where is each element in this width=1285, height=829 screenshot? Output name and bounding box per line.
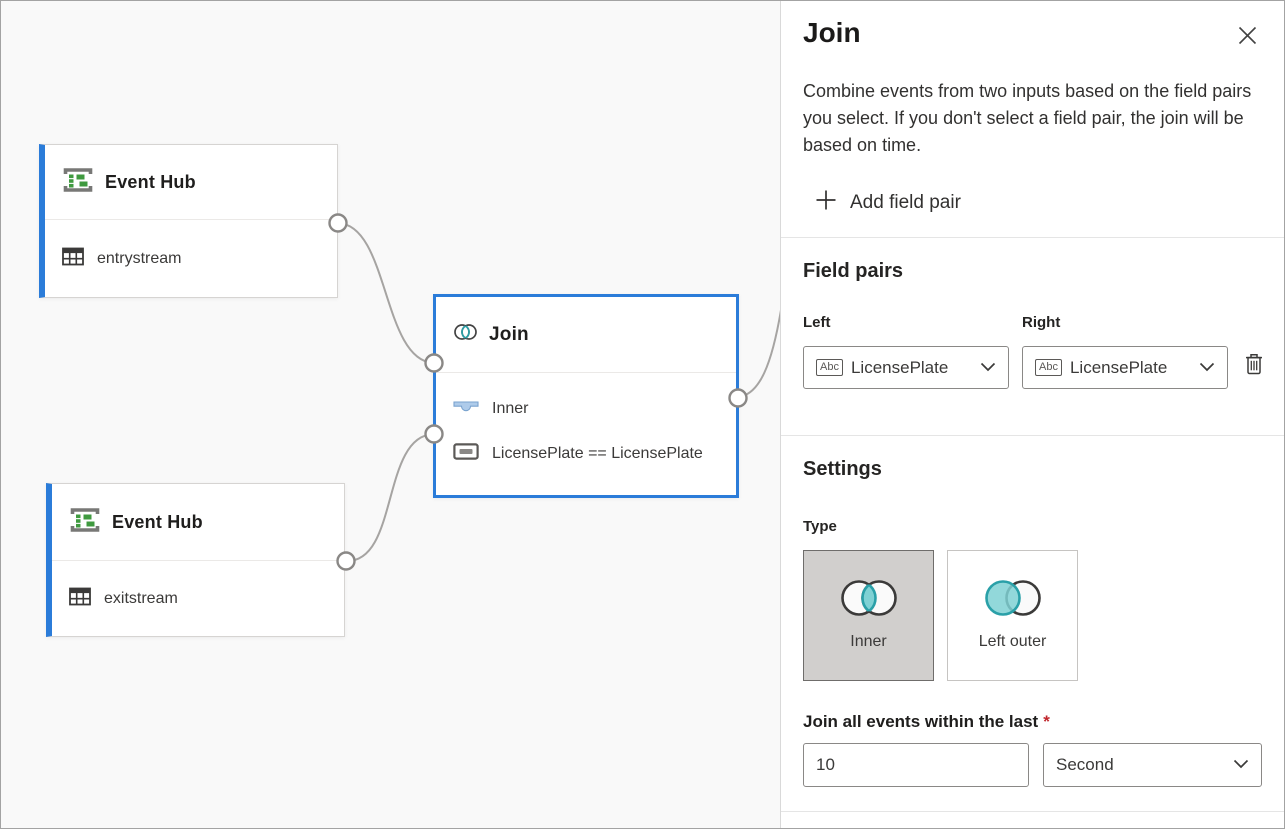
chevron-down-icon — [1233, 756, 1249, 774]
right-field-value: LicensePlate — [1069, 357, 1168, 377]
left-field-value: LicensePlate — [850, 357, 949, 377]
panel-description: Combine events from two inputs based on … — [803, 81, 1252, 155]
close-icon — [1237, 26, 1258, 49]
inner-join-icon — [453, 400, 479, 418]
node-title: Event Hub — [112, 511, 203, 532]
left-field-dropdown[interactable]: Abc LicensePlate — [803, 346, 1009, 389]
node-title: Event Hub — [105, 171, 196, 192]
join-condition: LicensePlate == LicensePlate — [492, 445, 703, 462]
window-unit-value: Second — [1056, 755, 1114, 774]
plus-icon — [815, 189, 837, 217]
field-pairs-heading: Field pairs — [803, 260, 904, 282]
right-field-dropdown[interactable]: Abc LicensePlate — [1022, 346, 1228, 389]
port-exitstream-output[interactable] — [336, 551, 356, 571]
add-field-pair-button[interactable]: Add field pair — [815, 189, 961, 217]
node-title: Join — [489, 323, 529, 345]
edge-join-output — [737, 309, 782, 398]
join-type-value: Inner — [492, 400, 529, 417]
join-type-option-label: Left outer — [978, 633, 1047, 650]
table-icon — [69, 587, 91, 611]
join-venn-icon — [453, 323, 478, 346]
port-entrystream-output[interactable] — [328, 213, 348, 233]
panel-title: Join — [803, 17, 861, 48]
event-hub-icon — [69, 506, 101, 539]
event-hub-icon — [62, 166, 94, 199]
window-duration-input[interactable] — [803, 743, 1029, 787]
join-type-option-inner[interactable]: Inner — [803, 550, 934, 681]
type-label: Type — [803, 518, 837, 535]
divider — [781, 811, 1284, 812]
chevron-down-icon — [1199, 359, 1215, 377]
add-field-pair-label: Add field pair — [850, 192, 961, 213]
left-outer-join-venn-icon — [977, 551, 1049, 624]
port-join-input-left[interactable] — [424, 353, 444, 373]
required-marker: * — [1043, 712, 1050, 731]
left-field-label: Left — [803, 314, 831, 331]
join-type-option-left-outer[interactable]: Left outer — [947, 550, 1078, 681]
string-type-icon: Abc — [816, 359, 843, 376]
stream-name: entrystream — [97, 249, 182, 267]
edge-entrystream-to-join — [337, 222, 434, 364]
string-type-icon: Abc — [1035, 359, 1062, 376]
port-join-input-right[interactable] — [424, 424, 444, 444]
divider — [781, 237, 1284, 238]
table-icon — [62, 247, 84, 271]
license-plate-icon — [453, 443, 479, 465]
divider — [781, 435, 1284, 436]
join-type-option-label: Inner — [850, 633, 887, 650]
close-panel-button[interactable] — [1233, 21, 1262, 53]
join-window-label: Join all events within the last* — [803, 712, 1050, 731]
stream-name: exitstream — [104, 589, 178, 607]
delete-field-pair-button[interactable] — [1241, 350, 1267, 381]
node-event-hub-exitstream[interactable]: Event Hub exitstream — [46, 483, 345, 637]
node-join[interactable]: Join Inner — [433, 294, 739, 498]
inner-join-venn-icon — [833, 551, 905, 624]
chevron-down-icon — [980, 359, 996, 377]
right-field-label: Right — [1022, 314, 1061, 331]
trash-icon — [1243, 354, 1265, 379]
join-config-panel: Join Combine events from two inputs base… — [780, 1, 1284, 828]
settings-heading: Settings — [803, 458, 882, 480]
node-event-hub-entrystream[interactable]: Event Hub entrystream — [39, 144, 338, 298]
edge-exitstream-to-join — [345, 433, 434, 563]
diagram-canvas[interactable]: Event Hub entrystream — [1, 1, 782, 828]
port-join-output[interactable] — [728, 388, 748, 408]
window-unit-dropdown[interactable]: Second — [1043, 743, 1262, 787]
